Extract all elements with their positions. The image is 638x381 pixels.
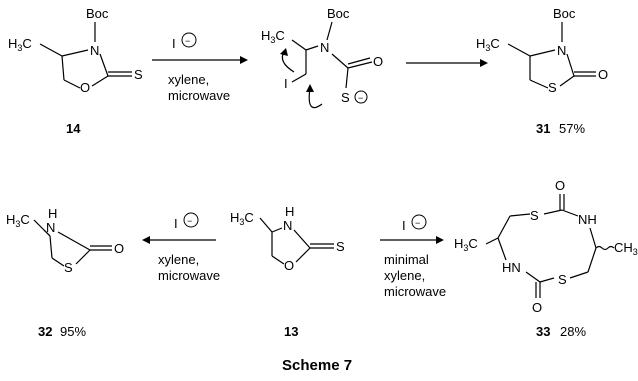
atom-s-int: S [341,90,350,105]
compound-31-yield: 57% [559,121,585,136]
minus-sign-int: − [358,93,363,103]
arrow-2 [406,59,488,67]
atom-n: N [90,43,99,58]
compound-31-label: 31 [536,121,550,136]
atom-n-32: N [46,220,55,235]
atom-o-33-bottom: O [532,300,542,315]
reagent-minimal-4: minimal [384,252,429,267]
atom-s-31: S [548,80,557,95]
reagent-xylene-3: xylene, [158,252,199,267]
compound-14-label: 14 [66,121,81,136]
reagent-iodide-3: I [174,216,178,231]
atom-boc: Boc [86,6,109,21]
compound-32-yield: 95% [60,324,86,339]
reagent-microwave-3: microwave [158,268,220,283]
atom-o-int: O [373,54,383,69]
compound-33-structure: O S NH H3C HN O S CH3 33 28% [454,178,638,339]
atom-o-32: O [114,241,124,256]
atom-boc-int: Boc [327,6,350,21]
compound-32-label: 32 [38,324,52,339]
minus-sign-3: − [187,216,192,226]
atom-o-31: O [598,67,608,82]
atom-h3c-31: H3C [476,36,500,53]
atom-h3c-13: H3C [230,210,254,227]
reagent-microwave-1: microwave [168,88,230,103]
atom-h3c-int: H3C [261,28,285,45]
scheme-caption: Scheme 7 [282,357,352,374]
compound-13-label: 13 [284,324,298,339]
reagent-xylene-1: xylene, [168,72,209,87]
minus-sign-1: − [185,36,190,46]
atom-o: O [80,80,90,95]
atom-n-int: N [320,40,329,55]
atom-h-32: H [48,206,57,221]
atom-s-13: S [336,239,345,254]
atom-nh-33-top: NH [578,212,597,227]
compound-31-structure: Boc N H3C S O 31 57% [476,6,608,136]
reagent-xylene-4: xylene, [384,268,425,283]
atom-hn-33: HN [502,260,521,275]
atom-s-33-top: S [530,208,539,223]
reagent-microwave-4: microwave [384,284,446,299]
atom-n-31: N [557,43,566,58]
compound-33-label: 33 [536,324,550,339]
arrow-4: I − minimal xylene, microwave [380,214,446,299]
atom-s-32: S [64,260,73,275]
compound-32-structure: H N H3C S O 32 95% [6,206,124,339]
atom-boc-31: Boc [553,6,576,21]
atom-h3c-33: H3C [454,236,478,253]
reagent-iodide-4: I [402,218,406,233]
atom-s: S [134,67,143,82]
compound-14-structure: Boc N H3C O S 14 [8,6,143,136]
atom-h-13: H [285,204,294,219]
atom-o-13: O [284,258,294,273]
compound-33-yield: 28% [560,324,586,339]
arrow-1: I − xylene, microwave [152,32,248,103]
atom-ch3-33: CH3 [614,240,638,257]
atom-n-13: N [283,218,292,233]
minus-sign-4: − [415,218,420,228]
atom-o-33-top: O [555,178,565,193]
reagent-iodide-1: I [172,36,176,51]
arrow-3: I − xylene, microwave [142,212,220,283]
compound-13-structure: H N H3C O S 13 [230,204,345,339]
atom-h3c: H3C [8,36,32,53]
atom-h3c-32: H3C [6,212,30,229]
atom-i-int: I [284,76,288,91]
intermediate-structure: Boc N H3C I O S − [261,6,383,109]
atom-s-33-bottom: S [558,272,567,287]
